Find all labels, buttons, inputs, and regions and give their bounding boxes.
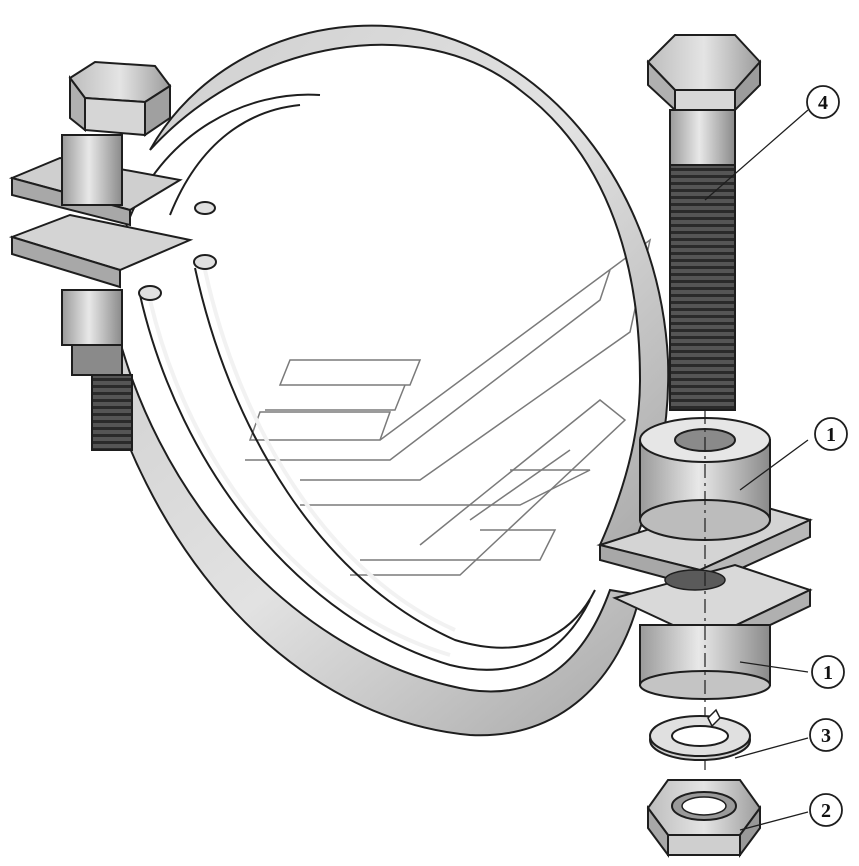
spring-lock-washer xyxy=(649,708,751,761)
callout-1-lower: 1 xyxy=(811,655,845,689)
callout-3: 3 xyxy=(809,718,843,752)
left-bolt-assembly xyxy=(61,60,172,451)
callout-2-label: 2 xyxy=(821,800,831,822)
watermark-logo xyxy=(245,238,652,576)
callout-4-label: 4 xyxy=(818,92,828,114)
clamp-band xyxy=(88,24,670,737)
callout-1-lower-label: 1 xyxy=(823,662,833,684)
callout-2: 2 xyxy=(809,793,843,827)
callout-3-label: 3 xyxy=(821,725,831,747)
callout-1-upper: 1 xyxy=(814,417,848,451)
leader-lines xyxy=(704,109,809,831)
callout-4: 4 xyxy=(806,85,840,119)
hex-bolt xyxy=(646,34,762,411)
callout-1-upper-label: 1 xyxy=(826,424,836,446)
hex-nut xyxy=(646,779,762,859)
